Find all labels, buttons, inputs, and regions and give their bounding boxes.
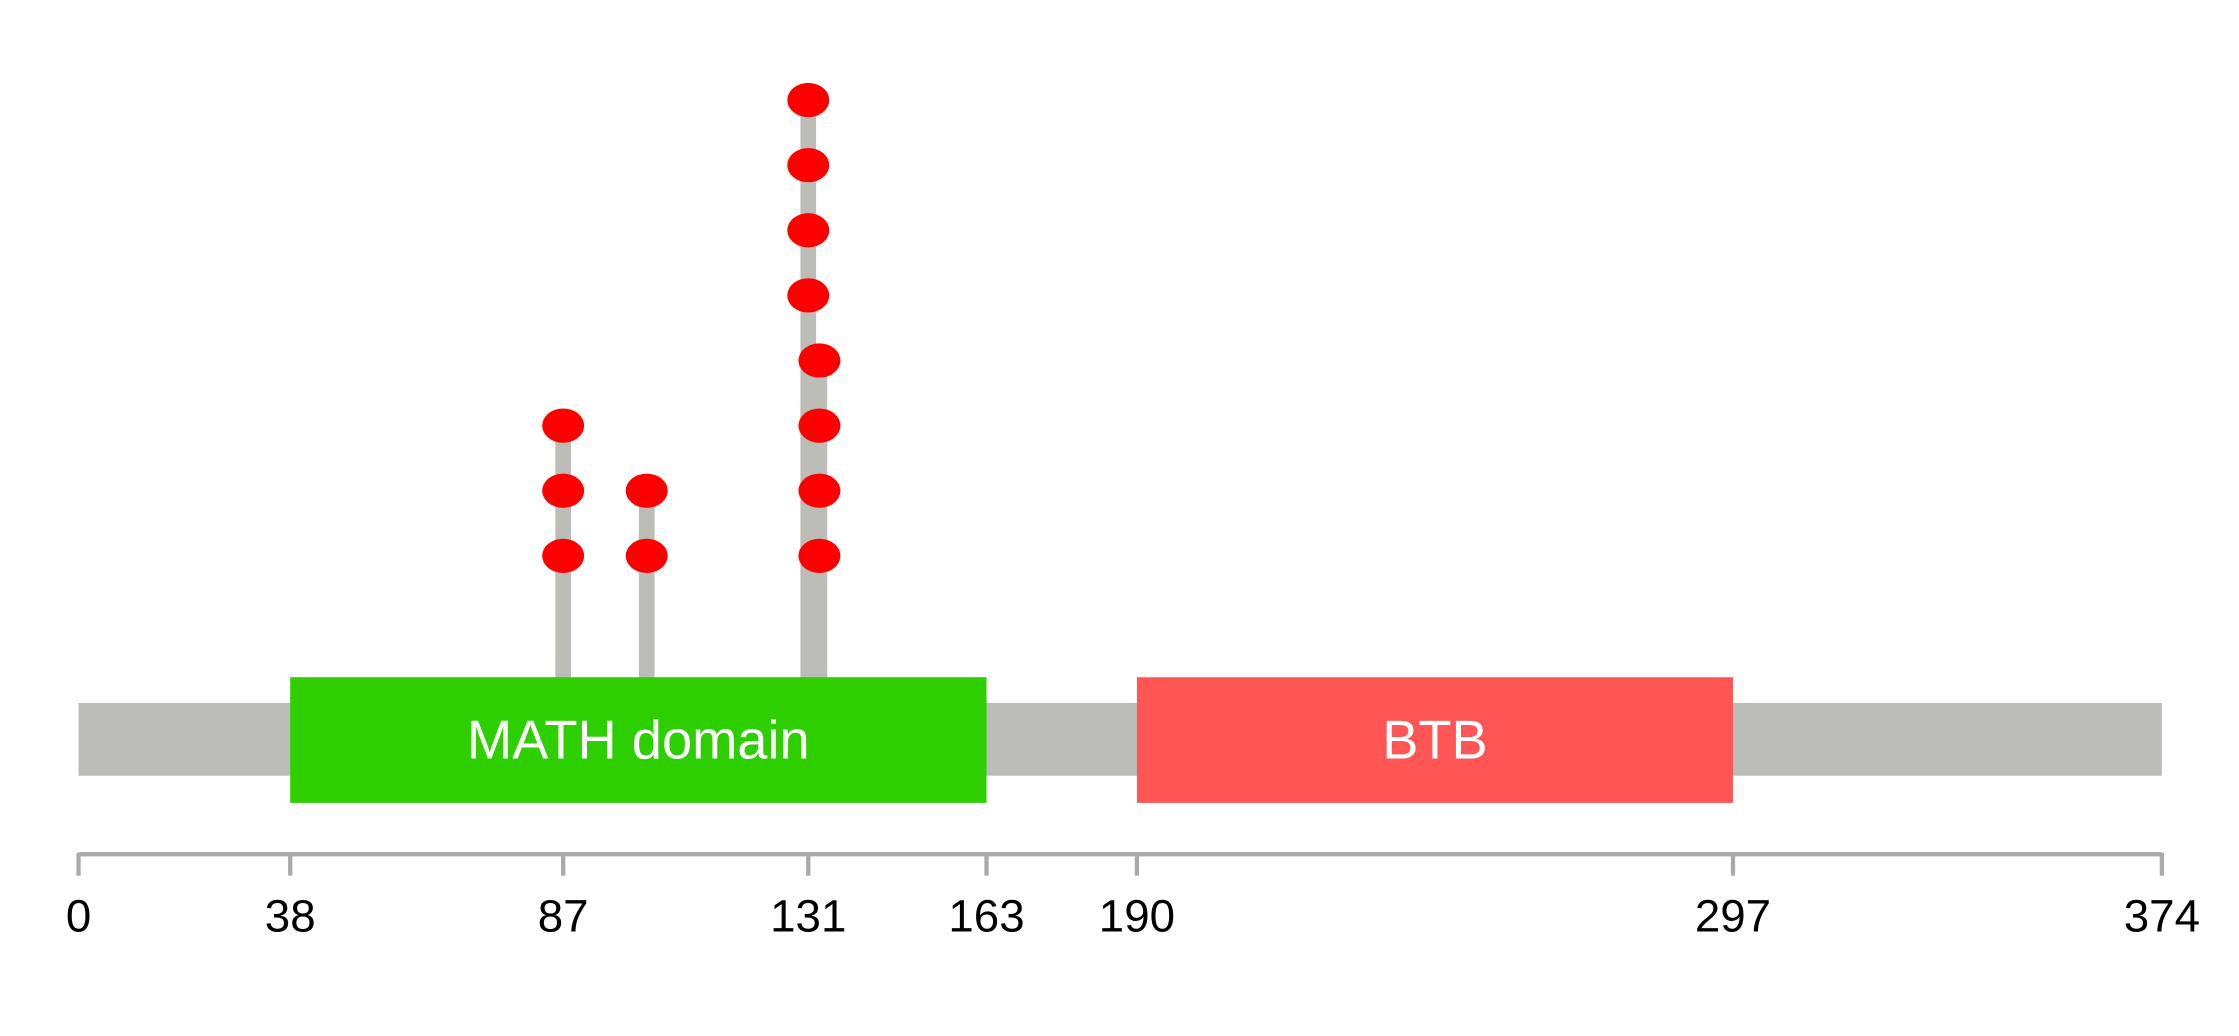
mutation-marker-87 xyxy=(542,538,585,573)
mutation-marker-133 xyxy=(798,343,841,378)
domain-label: MATH domain xyxy=(467,711,810,771)
stems xyxy=(555,100,828,679)
domain-box xyxy=(1136,677,1733,803)
mutation-marker-133 xyxy=(798,538,841,573)
mutation-marker-133 xyxy=(798,408,841,443)
mutation-marker-131 xyxy=(787,82,830,118)
mutation-markers xyxy=(542,82,841,573)
domain-box xyxy=(290,677,987,803)
mutation-marker-102 xyxy=(625,538,668,573)
domains: MATH domain BTB xyxy=(290,677,1733,803)
mutation-marker-87 xyxy=(542,473,585,508)
tick-label: 163 xyxy=(948,890,1024,941)
mutation-marker-131 xyxy=(787,278,830,313)
mutation-marker-131 xyxy=(787,213,830,248)
stem-102 xyxy=(638,490,655,679)
mutation-marker-87 xyxy=(542,408,585,443)
tick-label: 87 xyxy=(538,890,589,941)
mutation-marker-131 xyxy=(787,148,830,183)
tick-label: 38 xyxy=(265,890,316,941)
stem-133 xyxy=(811,360,828,679)
tick-label: 374 xyxy=(2124,890,2200,941)
tick-label: 0 xyxy=(66,890,91,941)
mutation-marker-102 xyxy=(625,473,668,508)
domain-math-domain: MATH domain xyxy=(290,677,987,803)
domain-btb: BTB xyxy=(1136,677,1733,803)
x-axis-ticks: 0 38 87 131 163 190 297 374 xyxy=(66,852,2200,941)
tick-label: 131 xyxy=(770,890,846,941)
tick-label: 297 xyxy=(1695,890,1771,941)
domain-label: BTB xyxy=(1382,711,1488,771)
tick-label: 190 xyxy=(1099,890,1175,941)
mutation-marker-133 xyxy=(798,473,841,508)
